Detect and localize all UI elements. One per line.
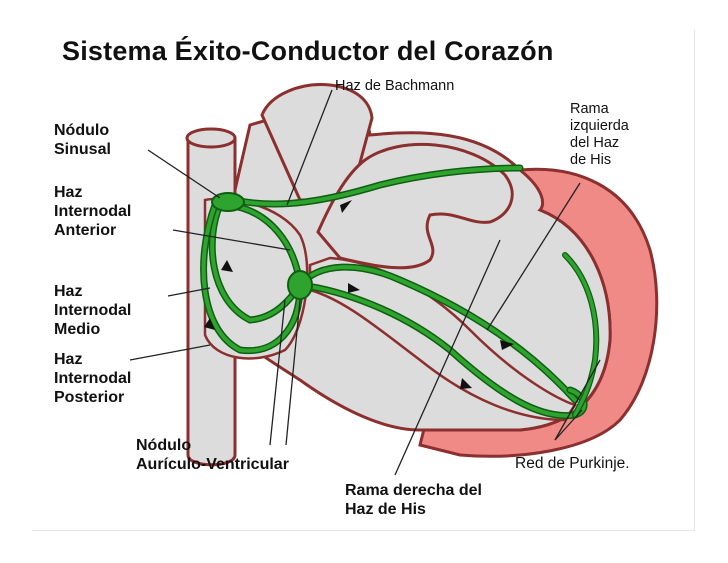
arrow-septum xyxy=(348,283,360,293)
leader-posterior xyxy=(129,344,211,361)
leader-anterior xyxy=(172,229,291,251)
arrow-medio xyxy=(204,318,215,330)
arrow-left-branch xyxy=(500,340,514,350)
leader-lines xyxy=(129,89,601,476)
leader-av-2 xyxy=(285,299,301,446)
label-rama-izquierda: Rama izquierda del Haz de His xyxy=(570,101,629,168)
leader-av-1 xyxy=(269,299,286,446)
leader-purkinje-1 xyxy=(554,409,583,441)
label-nodulo-av: Nódulo Aurículo-Ventricular xyxy=(136,437,289,473)
vena-cava-top xyxy=(185,127,237,149)
label-haz-internodal-anterior: Haz Internodal Anterior xyxy=(54,184,132,239)
label-rama-derecha: Rama derecha del Haz de His xyxy=(345,482,482,518)
leader-bachmann xyxy=(286,89,333,206)
arrow-right-branch xyxy=(460,378,472,389)
label-haz-internodal-posterior: Haz Internodal Posterior xyxy=(54,351,132,406)
diagram-title: Sistema Éxito-Conductor del Corazón xyxy=(62,36,554,66)
arrow-bachmann xyxy=(340,200,352,213)
label-nodulo-sinusal: Nódulo Sinusal xyxy=(54,122,111,158)
conduction-arrows xyxy=(204,200,514,389)
leader-rama-izquierda xyxy=(486,182,581,331)
aortic-arch xyxy=(260,83,374,202)
av-node xyxy=(287,270,313,300)
left-atrium xyxy=(316,142,514,270)
leader-sinusal xyxy=(147,149,221,199)
arrow-anterior xyxy=(221,260,233,272)
label-haz-internodal-medio: Haz Internodal Medio xyxy=(54,283,132,338)
leader-medio xyxy=(167,287,211,297)
label-haz-bachmann: Haz de Bachmann xyxy=(335,78,455,94)
leader-rama-derecha xyxy=(394,239,501,476)
leader-purkinje-2 xyxy=(554,359,601,441)
label-red-purkinje: Red de Purkinje. xyxy=(515,455,630,472)
